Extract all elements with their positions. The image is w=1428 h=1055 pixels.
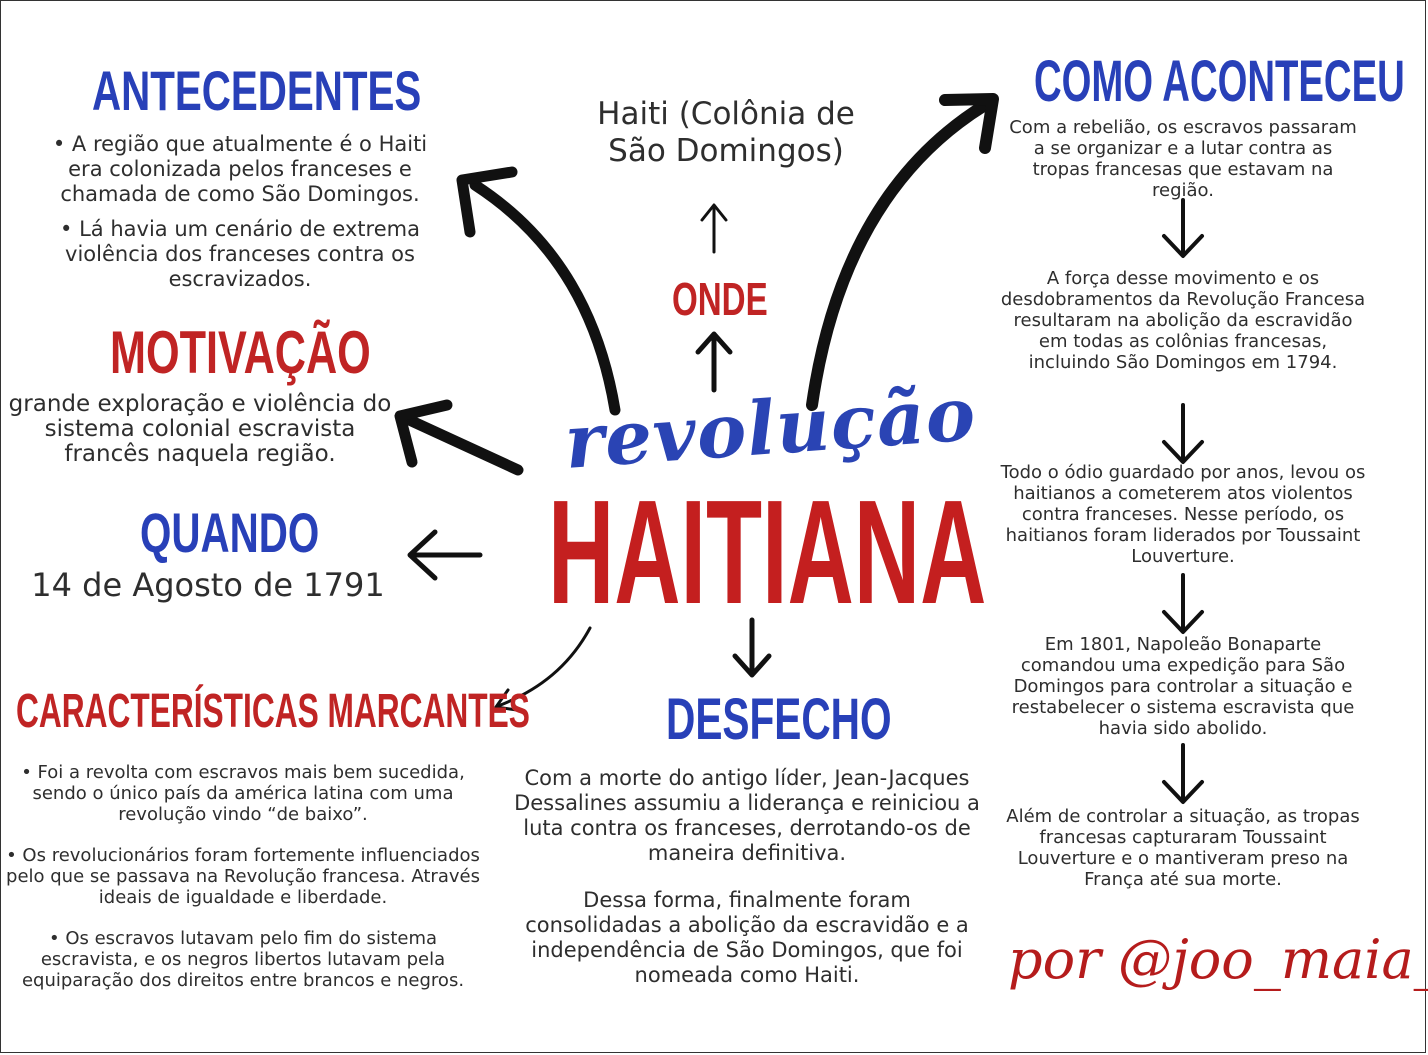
onde-text: Haiti (Colônia de São Domingos) [597,96,855,169]
arrow-onde-lower-head [695,331,733,355]
antecedentes-text: • A região que atualmente é o Haiti era … [30,132,450,292]
antecedentes-title: ANTECEDENTES [92,59,422,122]
chain-arrow-1 [1162,198,1204,258]
caracteristicas-title: CARACTERÍSTICAS MARCANTES [16,685,530,738]
como-step-4: Em 1801, Napoleão Bonaparte comandou uma… [1011,634,1355,739]
onde-title: ONDE [672,273,768,325]
chain-arrow-4 [1162,743,1204,804]
como-title: COMO ACONTECEU [1034,49,1405,114]
arrow-antecedentes-head [456,166,518,238]
antecedentes-bullet-1: • A região que atualmente é o Haiti era … [52,132,428,206]
como-step-1: Com a rebelião, os escravos passaram a s… [1009,117,1357,201]
caracteristicas-bullet-2: • Os revolucionários foram fortemente in… [6,845,480,908]
desfecho-text: Com a morte do antigo líder, Jean-Jacque… [512,766,982,988]
quando-text: 14 de Agosto de 1791 [31,566,385,604]
caracteristicas-bullet-1: • Foi a revolta com escravos mais bem su… [21,762,465,825]
arrow-motivacao [399,412,524,476]
arrow-caracteristicas [496,626,592,708]
desfecho-title: DESFECHO [666,687,892,752]
arrow-quando-head [407,529,438,581]
arrow-motivacao-head [394,399,453,468]
arrow-antecedentes [469,179,621,416]
author-signature: por @joo_maia_ [1008,928,1428,991]
arrow-como-head [939,93,999,154]
center-main-title: HAITIANA [548,470,987,635]
motivacao-text: grande exploração e violência do sistema… [8,391,392,467]
desfecho-para-1: Com a morte do antigo líder, Jean-Jacque… [514,766,980,865]
arrow-desfecho-head [732,653,772,678]
como-step-3: Todo o ódio guardado por anos, levou os … [1000,462,1366,567]
como-step-5: Além de controlar a situação, as tropas … [1006,806,1360,890]
antecedentes-bullet-2: • Lá havia um cenário de extrema violênc… [60,217,420,291]
chain-arrow-2 [1162,403,1204,464]
arrow-como [806,99,991,411]
desfecho-para-2: Dessa forma, finalmente foram consolidad… [525,888,969,987]
quando-title: QUANDO [140,501,320,564]
arrow-caracteristicas-head [494,688,519,712]
como-step-2: A força desse movimento e os desdobramen… [1000,268,1366,373]
arrow-onde-upper-head [700,203,728,222]
caracteristicas-bullet-3: • Os escravos lutavam pelo fim do sistem… [21,928,465,991]
motivacao-title: MOTIVAÇÃO [110,319,371,386]
caracteristicas-text: • Foi a revolta com escravos mais bem su… [0,762,486,991]
chain-arrow-3 [1162,573,1204,634]
